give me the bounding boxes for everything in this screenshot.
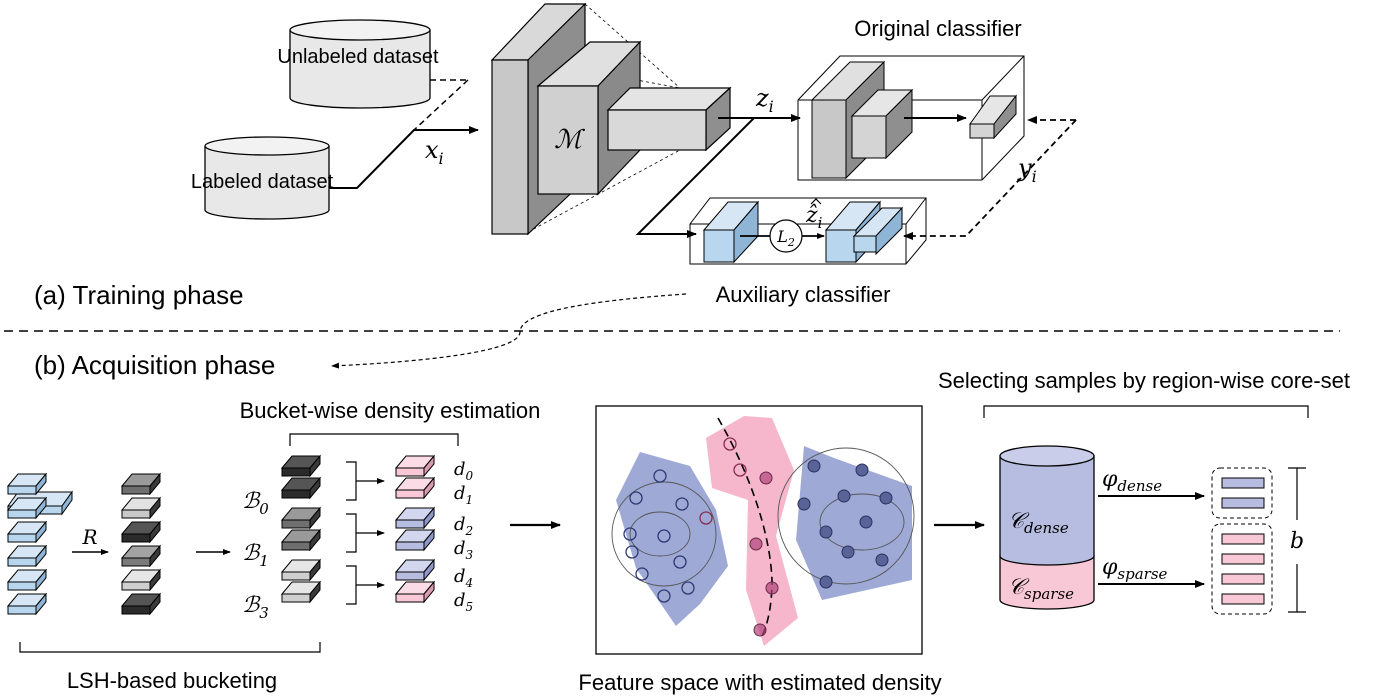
hashed-vector: [120, 520, 162, 544]
blue-vector: [6, 520, 48, 544]
density-vector: [394, 580, 436, 604]
unlabeled-link-diag: [413, 79, 469, 131]
phi-dense-label: φdense: [1102, 467, 1162, 495]
density-vector: [394, 528, 436, 552]
aux-input-arrow: [635, 117, 755, 238]
bucket-vector: [280, 528, 322, 552]
sparse-samples-box: [1211, 523, 1273, 615]
auxiliary-classifier: [689, 197, 927, 265]
auxiliary-classifier-label: Auxiliary classifier: [716, 282, 891, 307]
lsh-bucketing-label: LSH-based bucketing: [67, 668, 277, 693]
y-i-label: yi: [1017, 154, 1037, 186]
svg-text:d2: d2: [454, 514, 473, 538]
bucket-b0-label: ℬ0: [242, 489, 269, 518]
density-labels: d0 d1 d2 d3 d4 d5: [454, 459, 474, 614]
labeled-input-arrow: [329, 126, 479, 189]
model-network: [490, 2, 732, 236]
phase-link-arrow: [331, 293, 687, 369]
original-classifier: [797, 55, 1025, 181]
dense-samples-box: [1211, 467, 1273, 519]
lsh-bracket: [19, 642, 321, 653]
bucket-vector: [280, 476, 322, 500]
hashed-vector: [120, 496, 162, 520]
r-label: R: [81, 525, 97, 549]
selecting-bracket: [983, 405, 1309, 418]
feature-space-content: [611, 416, 915, 646]
selecting-samples-label: Selecting samples by region-wise core-se…: [938, 368, 1350, 393]
hashed-vector: [120, 472, 162, 496]
blue-vector: [6, 568, 48, 592]
density-vector: [394, 476, 436, 500]
z-hat-i-label: ẑi: [805, 203, 823, 232]
bucket-vector: [280, 506, 322, 530]
svg-text:d1: d1: [454, 483, 473, 507]
density-vector: [394, 558, 436, 582]
density-vector: [394, 506, 436, 530]
budget-bracket: [1288, 467, 1306, 613]
z-i-label: zi: [755, 84, 774, 116]
bucket-density-label: Bucket-wise density estimation: [240, 398, 541, 423]
blue-vector: [6, 496, 48, 520]
blue-vector: [6, 592, 48, 616]
density-vector: [394, 454, 436, 478]
hashed-vector: [120, 592, 162, 616]
blue-vector: [6, 472, 48, 496]
coreset-cylinder: [999, 445, 1095, 610]
budget-label: b: [1290, 529, 1304, 554]
bucket-braces: [346, 461, 385, 605]
hashed-vector: [120, 568, 162, 592]
bucket-vector: [280, 558, 322, 582]
phi-sparse-label: φsparse: [1102, 555, 1168, 583]
bucket-vector: [280, 580, 322, 604]
labeled-dataset-label: Labeled dataset: [191, 171, 334, 193]
y-i-arrow-bottom: [903, 119, 1077, 240]
hashed-vector: [120, 544, 162, 568]
hashed-vector-stack: [120, 472, 162, 616]
bucket-density-bracket: [289, 433, 459, 446]
svg-text:d5: d5: [454, 590, 473, 614]
bucket-b3-label: ℬ3: [242, 593, 269, 622]
original-classifier-label: Original classifier: [854, 16, 1022, 41]
acquisition-phase-label: (b) Acquisition phase: [34, 350, 275, 380]
x-i-label: xi: [425, 136, 444, 168]
unlabeled-dataset-cylinder: Unlabeled dataset: [277, 19, 439, 109]
bucket-b1-label: ℬ1: [242, 541, 269, 570]
svg-text:d4: d4: [454, 566, 473, 590]
blue-vector: [6, 544, 48, 568]
density-stack: [394, 454, 436, 604]
bucket-stack: [280, 454, 322, 604]
svg-text:d0: d0: [454, 459, 474, 483]
unlabeled-dataset-label: Unlabeled dataset: [277, 46, 439, 68]
blue-vector-stack: [6, 472, 48, 616]
svg-text:d3: d3: [454, 538, 474, 562]
labeled-dataset-cylinder: Labeled dataset: [191, 136, 334, 220]
training-phase-label: (a) Training phase: [34, 280, 244, 310]
feature-space-label: Feature space with estimated density: [578, 670, 941, 695]
model-label: ℳ: [554, 125, 585, 155]
bucket-vector: [280, 454, 322, 478]
